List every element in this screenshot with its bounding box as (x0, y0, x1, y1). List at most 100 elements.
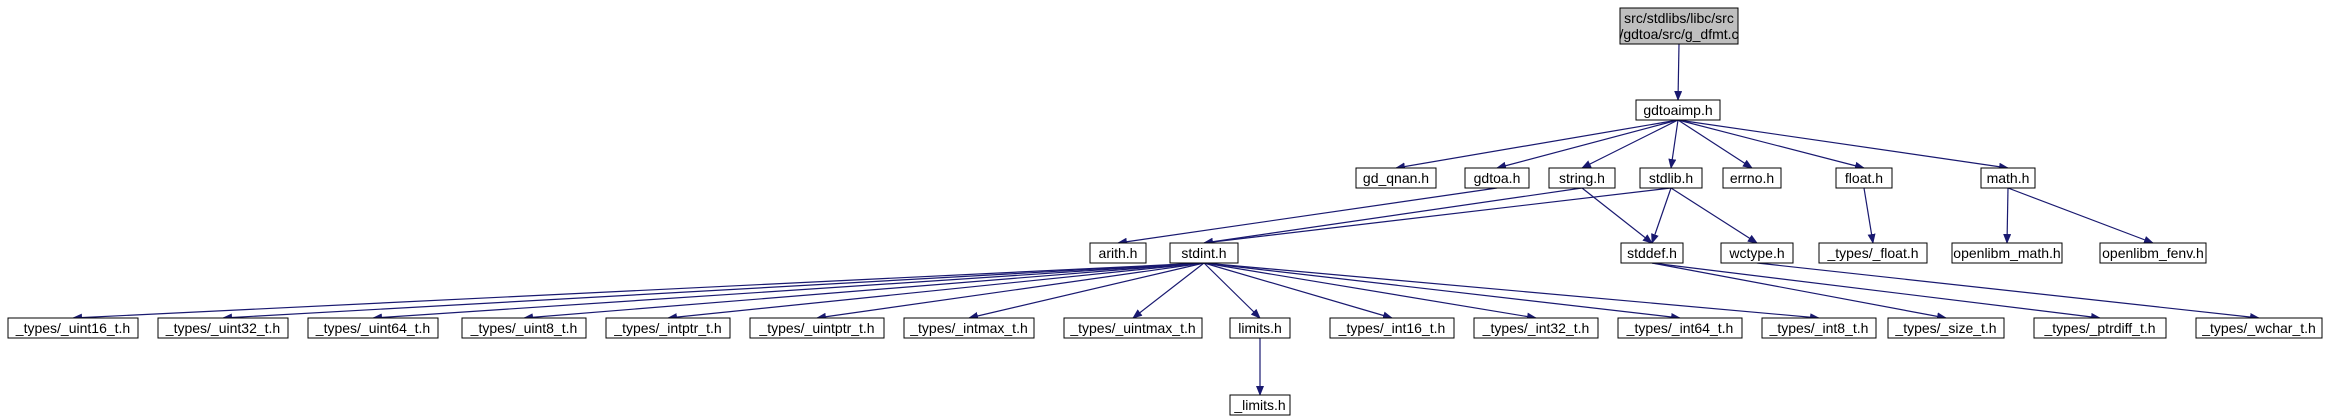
node-box (903, 317, 1035, 339)
node-label: _types/_uintmax_t.h (1069, 320, 1195, 336)
edge-stdint-to-uint32 (222, 262, 1205, 322)
node-box (1063, 317, 1203, 339)
edge-gdtoaimp-to-gd_qnan (1395, 119, 1679, 171)
node-label: _types/_float.h (1826, 245, 1918, 261)
node-errno[interactable]: errno.h (1722, 167, 1782, 189)
node-intptr[interactable]: _types/_intptr_t.h (605, 317, 731, 339)
node-uint16[interactable]: _types/_uint16_t.h (7, 317, 139, 339)
node-label: src/stdlibs/libc/src (1624, 10, 1734, 26)
node-box (1722, 167, 1782, 189)
node-box (605, 317, 731, 339)
edge-stdint-to-intptr (667, 262, 1205, 322)
node-gdtoaimp[interactable]: gdtoaimp.h (1635, 99, 1721, 121)
node-uintmax[interactable]: _types/_uintmax_t.h (1063, 317, 1203, 339)
node-box (1761, 317, 1877, 339)
node-label: math.h (1987, 170, 2030, 186)
node-layer: src/stdlibs/libc/src/gdtoa/src/g_dfmt.cg… (7, 7, 2323, 416)
node-box (1229, 317, 1291, 339)
node-openlibm_math[interactable]: openlibm_math.h (1951, 242, 2063, 264)
edge-stdlib-to-stddef (1651, 187, 1672, 244)
node-ptrdiff[interactable]: _types/_ptrdiff_t.h (2033, 317, 2167, 339)
node-wchar[interactable]: _types/_wchar_t.h (2195, 317, 2323, 339)
node-box (1169, 242, 1239, 264)
edge-stddef-to-size_t (1651, 262, 1947, 321)
node-label: _types/_uint32_t.h (165, 320, 280, 336)
node-math[interactable]: math.h (1980, 167, 2036, 189)
node-box (1548, 167, 1616, 189)
node-stddef[interactable]: stddef.h (1620, 242, 1684, 264)
node-box (1639, 167, 1703, 189)
node-box (1229, 394, 1291, 416)
node-label: _types/_int64_t.h (1626, 320, 1734, 336)
node-label: _types/_intptr_t.h (613, 320, 721, 336)
node-label: openlibm_fenv.h (2102, 245, 2204, 261)
node-uintptr[interactable]: _types/_uintptr_t.h (749, 317, 885, 339)
node-label: _types/_uint8_t.h (470, 320, 578, 336)
node-gd_qnan[interactable]: gd_qnan.h (1355, 167, 1437, 189)
node-stdint[interactable]: stdint.h (1169, 242, 1239, 264)
edge-stdint-to-int64 (1203, 262, 1681, 321)
node-box (157, 317, 289, 339)
edge-stdint-to-uintmax (1132, 262, 1205, 319)
edge-string-to-stddef (1581, 187, 1653, 244)
edge-gdtoaimp-to-stdlib (1668, 119, 1679, 169)
node-label: float.h (1845, 170, 1883, 186)
node-label: arith.h (1099, 245, 1138, 261)
node-string[interactable]: string.h (1548, 167, 1616, 189)
edge-stdlib-to-wctype (1670, 187, 1758, 244)
node-int64[interactable]: _types/_int64_t.h (1617, 317, 1743, 339)
edge-gdtoaimp-to-gdtoa (1496, 119, 1679, 170)
edge-stdint-to-uint64 (372, 262, 1205, 322)
node-label: _types/_uint64_t.h (315, 320, 430, 336)
node-box (1464, 167, 1530, 189)
edge-stdint-to-uint16 (72, 262, 1205, 322)
node-box (1619, 7, 1739, 45)
node-label: wctype.h (1728, 245, 1784, 261)
node-box (1818, 242, 1928, 264)
edge-gdtoa-to-arith (1117, 187, 1498, 246)
node-box (2099, 242, 2207, 264)
node-types_float[interactable]: _types/_float.h (1818, 242, 1928, 264)
node-wctype[interactable]: wctype.h (1720, 242, 1794, 264)
node-stdlib[interactable]: stdlib.h (1639, 167, 1703, 189)
node-uint32[interactable]: _types/_uint32_t.h (157, 317, 289, 339)
node-intmax[interactable]: _types/_intmax_t.h (903, 317, 1035, 339)
edge-string-to-stdint (1203, 187, 1583, 246)
node-limits[interactable]: limits.h (1229, 317, 1291, 339)
node-label: openlibm_math.h (1953, 245, 2060, 261)
node-float[interactable]: float.h (1835, 167, 1893, 189)
node-label: _types/_size_t.h (1894, 320, 1996, 336)
edge-math-to-openlibm_math (2003, 187, 2012, 244)
node-int32[interactable]: _types/_int32_t.h (1473, 317, 1599, 339)
node-label: _types/_int8_t.h (1769, 320, 1869, 336)
node-uint8[interactable]: _types/_uint8_t.h (461, 317, 587, 339)
node-int16[interactable]: _types/_int16_t.h (1329, 317, 1455, 339)
edge-stdlib-to-stdint (1203, 187, 1672, 246)
node-label: /gdtoa/src/g_dfmt.c (1619, 26, 1738, 42)
node-size_t[interactable]: _types/_size_t.h (1887, 317, 2005, 339)
node-uint64[interactable]: _types/_uint64_t.h (307, 317, 439, 339)
node-label: limits.h (1238, 320, 1282, 336)
edge-wctype-to-wchar (1756, 262, 2260, 321)
node-box (1355, 167, 1437, 189)
node-limits_[interactable]: _limits.h (1229, 394, 1291, 416)
node-box (2195, 317, 2323, 339)
node-label: stdint.h (1181, 245, 1226, 261)
node-label: _limits.h (1233, 397, 1285, 413)
node-box (1617, 317, 1743, 339)
node-arith[interactable]: arith.h (1089, 242, 1147, 264)
node-label: _types/_ptrdiff_t.h (2043, 320, 2155, 336)
node-box (1980, 167, 2036, 189)
node-openlibm_fenv[interactable]: openlibm_fenv.h (2099, 242, 2207, 264)
node-label: _types/_wchar_t.h (2201, 320, 2316, 336)
edge-stdint-to-limits (1203, 262, 1261, 319)
node-int8[interactable]: _types/_int8_t.h (1761, 317, 1877, 339)
node-label: stddef.h (1627, 245, 1677, 261)
edge-stdint-to-int32 (1203, 262, 1537, 321)
node-box (7, 317, 139, 339)
node-gdtoa[interactable]: gdtoa.h (1464, 167, 1530, 189)
node-root[interactable]: src/stdlibs/libc/src/gdtoa/src/g_dfmt.c (1619, 7, 1739, 45)
node-box (1473, 317, 1599, 339)
edge-stddef-to-ptrdiff (1651, 262, 2101, 321)
